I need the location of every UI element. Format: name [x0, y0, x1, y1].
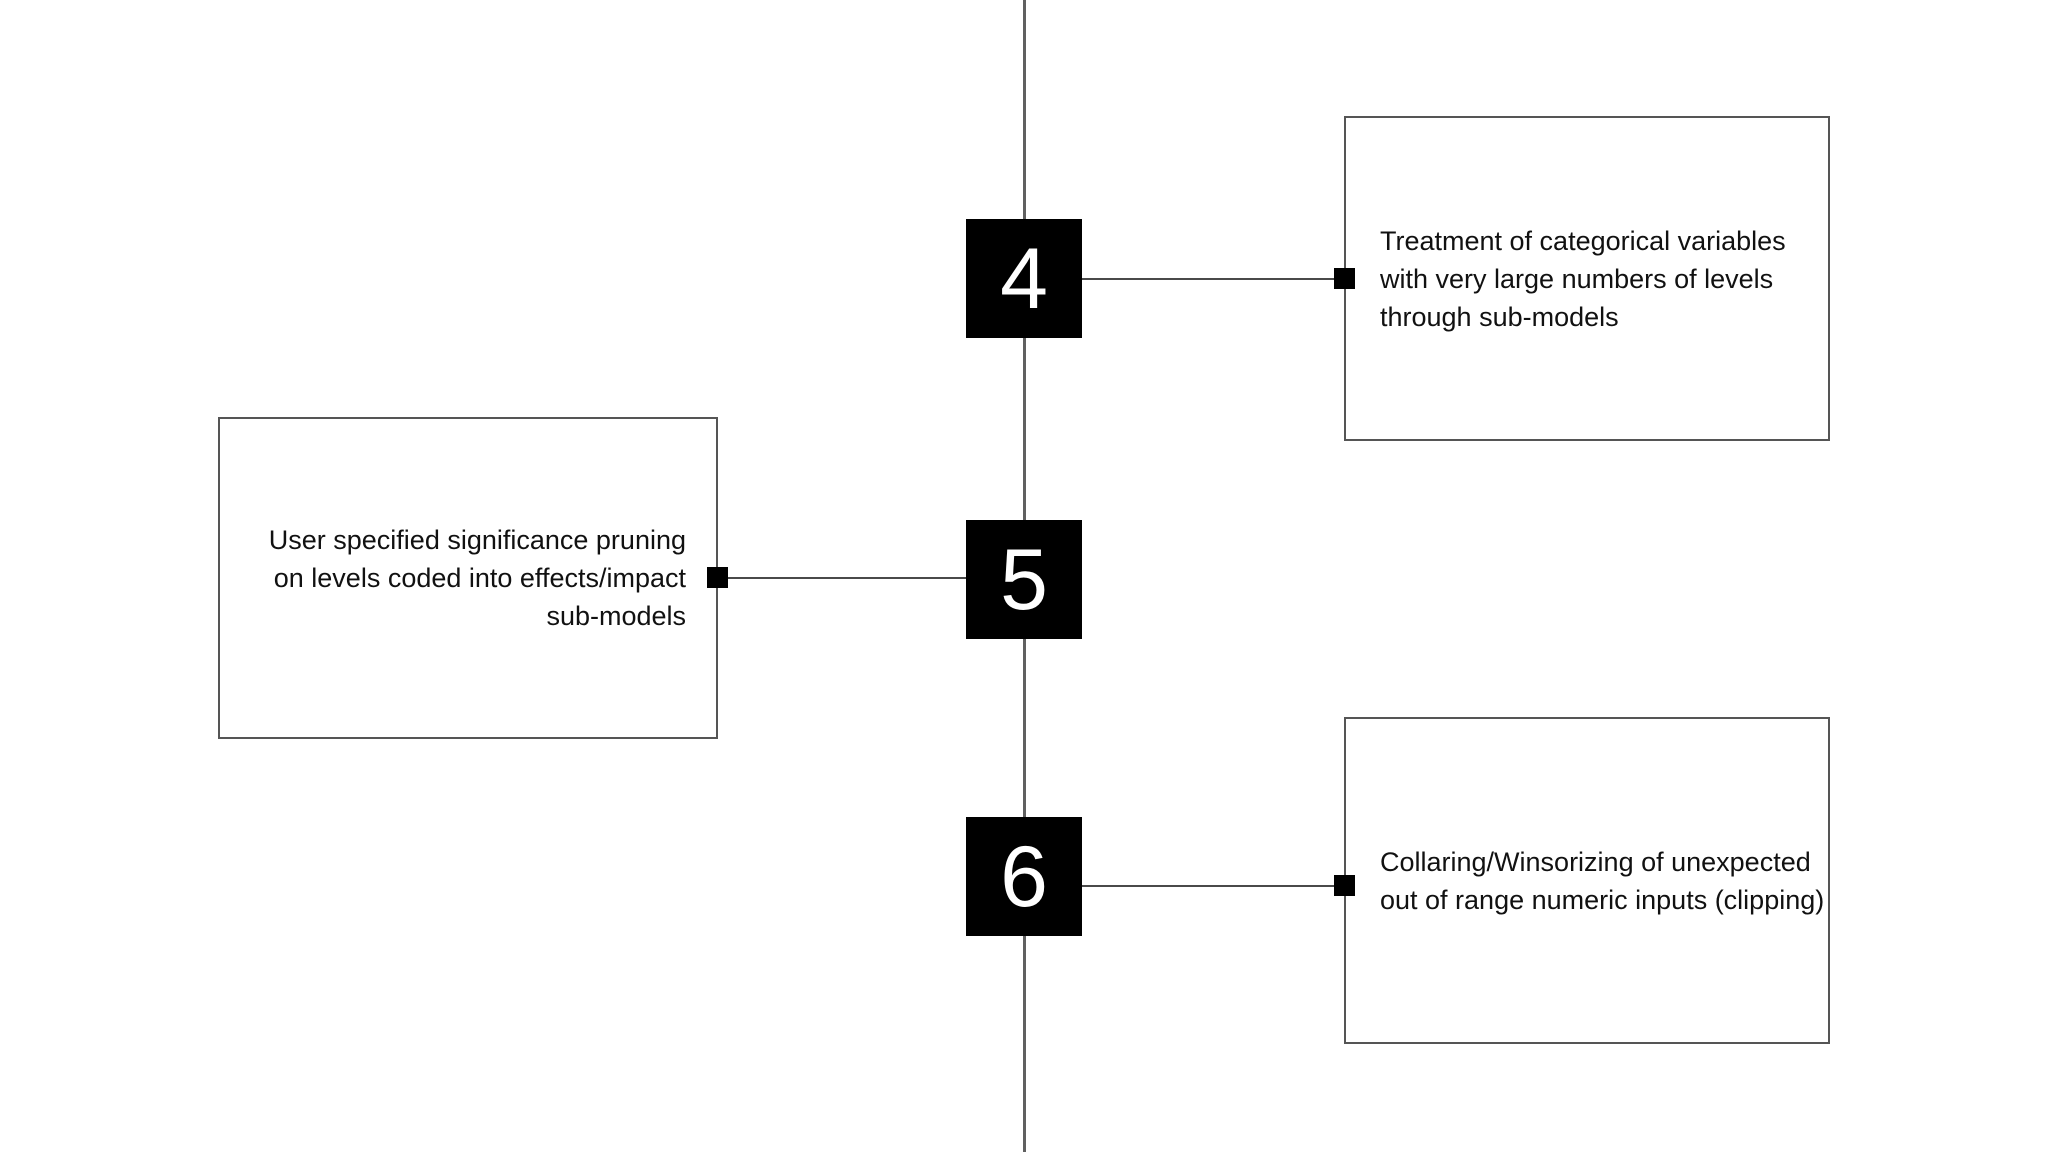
milestone-number-4: 4	[1000, 230, 1048, 327]
connector-line-5	[718, 577, 968, 579]
callout-box-5[interactable]: User specified significance pruning on l…	[218, 417, 718, 739]
connector-node-4	[1334, 268, 1355, 289]
connector-line-4	[1082, 278, 1344, 280]
callout-box-6[interactable]: Collaring/Winsorizing of unexpected out …	[1344, 717, 1830, 1044]
connector-line-6	[1082, 885, 1344, 887]
milestone-marker-5[interactable]: 5	[966, 520, 1082, 639]
milestone-number-5: 5	[1000, 531, 1048, 628]
callout-text-6: Collaring/Winsorizing of unexpected out …	[1380, 846, 1825, 915]
milestone-marker-6[interactable]: 6	[966, 817, 1082, 936]
callout-text-4: Treatment of categorical variables with …	[1380, 225, 1786, 332]
callout-box-4[interactable]: Treatment of categorical variables with …	[1344, 116, 1830, 441]
connector-node-6	[1334, 875, 1355, 896]
connector-node-5	[707, 567, 728, 588]
callout-text-5: User specified significance pruning on l…	[268, 525, 686, 631]
milestone-number-6: 6	[1000, 828, 1048, 925]
milestone-marker-4[interactable]: 4	[966, 219, 1082, 338]
